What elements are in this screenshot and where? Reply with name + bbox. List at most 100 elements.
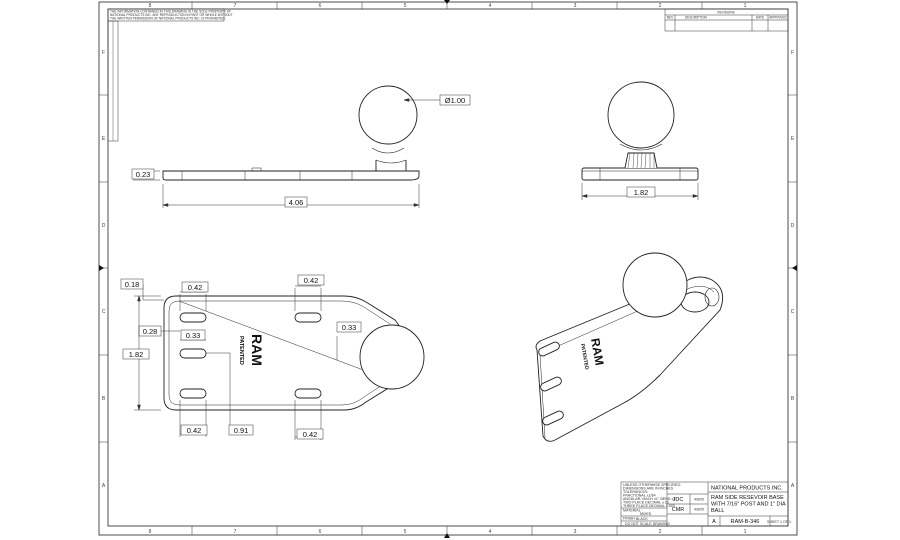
tb-note-6: THREE PLACE DECIMAL ±.005	[623, 504, 675, 508]
dim-side-width: 1.82	[634, 188, 649, 197]
zone-row-f-right: F	[791, 50, 794, 56]
revision-col-date: DATE	[756, 16, 764, 20]
center-markers	[99, 0, 797, 538]
tb-size: A	[712, 519, 716, 525]
dim-length: 4.06	[289, 198, 304, 207]
tb-drawn-by: JDC	[673, 497, 684, 503]
top-view	[163, 295, 425, 411]
title-block	[620, 481, 789, 527]
zone-col-2: 2	[659, 3, 662, 9]
tb-note-1: DIMENSIONS ARE IN INCHES	[623, 487, 674, 491]
outer-frame	[98, 1, 798, 536]
dim-slot-top-left: 0.42	[188, 283, 203, 292]
zone-labels: 8 7 6 5 4 3 2 1 8 7 6 5 4 3 2 1 F E D C …	[102, 3, 795, 535]
tb-company: NATIONAL PRODUCTS INC.	[711, 486, 783, 492]
notice-line-3: THE WRITTEN PERMISSION OF NATIONAL PRODU…	[110, 17, 226, 21]
front-view	[162, 85, 420, 181]
tb-finish-value: BLACK	[636, 517, 648, 521]
dim-slot-bottom-right: 0.42	[303, 430, 318, 439]
part-sub-top: PATENTED	[238, 336, 244, 365]
zone-col-3-bottom: 3	[574, 529, 577, 535]
side-view-dimensions	[581, 183, 699, 200]
zone-col-2-bottom: 2	[659, 529, 662, 535]
revision-col-rev: REV	[667, 16, 674, 20]
dim-edge-offset: 0.18	[125, 280, 140, 289]
tb-note-0: UNLESS OTHERWISE SPECIFIED:	[623, 483, 681, 487]
zone-col-3: 3	[574, 3, 577, 9]
slot-top-right	[294, 312, 322, 323]
slot-bottom-left	[179, 388, 207, 399]
dim-slot-top-right: 0.42	[304, 276, 319, 285]
title-block-notes: UNLESS OTHERWISE SPECIFIED: DIMENSIONS A…	[623, 483, 681, 508]
zone-row-e: E	[102, 136, 106, 142]
part-brand-top: RAM	[249, 334, 265, 366]
part-sub-iso: PATENTED	[579, 343, 590, 370]
tb-title-line-2: WITH 7/16" POST AND 1" DIA	[711, 502, 786, 508]
zone-row-f: F	[102, 50, 105, 56]
zone-row-b: B	[102, 396, 106, 402]
tb-title-line-1: RAM SIDE RESEVOIR BASE	[711, 495, 784, 501]
tb-title-line-3: BALL	[711, 508, 724, 514]
zone-row-e-right: E	[791, 136, 795, 142]
zone-col-7: 7	[234, 3, 237, 9]
slot-mid-left	[179, 348, 207, 359]
tb-scale-note: DO NOT SCALE DRAWING	[625, 522, 670, 526]
zone-col-1-bottom: 1	[744, 529, 747, 535]
zone-row-a: A	[102, 483, 106, 489]
dim-ball-diameter: Ø1.00	[445, 96, 465, 105]
part-brand-iso: RAM	[588, 337, 607, 366]
tb-part-number: RAM-B-346	[731, 519, 760, 525]
tb-note-5: TWO PLACE DECIMAL ±.01	[623, 501, 669, 505]
dim-thickness: 0.23	[136, 170, 151, 179]
ball-top-view	[359, 324, 425, 390]
isometric-view	[535, 252, 724, 442]
dim-slot-right: 0.33	[342, 323, 357, 332]
zone-col-5-bottom: 5	[404, 529, 407, 535]
tb-note-3: FRACTIONAL ±1/64	[623, 494, 656, 498]
dim-overall-width: 1.82	[129, 350, 144, 359]
dim-inner-offset: 0.28	[143, 327, 158, 336]
zone-row-c-right: C	[791, 309, 795, 315]
tb-checked-by: CMR	[672, 507, 685, 513]
tb-note-4: ANGULAR: MACH ±1° BEND ±1°	[623, 497, 677, 501]
zone-row-b-right: B	[791, 396, 795, 402]
tb-finish-label: FINISH	[623, 517, 635, 521]
side-view	[581, 81, 699, 181]
zone-col-5: 5	[404, 3, 407, 9]
tb-note-2: TOLERANCES:	[623, 490, 648, 494]
revision-col-description: DESCRIPTION	[685, 16, 707, 20]
notice-line-1: THE INFORMATION CONTAINED IN THIS DRAWIN…	[110, 10, 231, 14]
slot-top-left	[179, 312, 207, 323]
zone-col-8: 8	[149, 3, 152, 9]
zone-col-8-bottom: 8	[149, 529, 152, 535]
zone-row-a-right: A	[791, 483, 795, 489]
tb-material-value: MIXED	[640, 512, 652, 516]
slot-bottom-right	[294, 388, 322, 399]
dim-slot-spacing: 0.91	[234, 426, 249, 435]
tb-checked-date: 4/8/05	[694, 508, 704, 512]
drawing-border	[107, 8, 789, 527]
zone-ticks	[99, 2, 797, 535]
zone-col-1: 1	[744, 3, 747, 9]
front-view-dimensions	[131, 94, 471, 208]
dim-slot-inner: 0.33	[186, 331, 201, 340]
zone-col-6: 6	[319, 3, 322, 9]
zone-col-4-bottom: 4	[489, 529, 492, 535]
tb-material-label: MATERIAL	[623, 509, 641, 513]
revision-block	[664, 8, 789, 32]
tb-sheet: SHEET 1 OF 1	[767, 520, 791, 524]
zone-row-d: D	[102, 223, 106, 229]
proprietary-notice: THE INFORMATION CONTAINED IN THIS DRAWIN…	[107, 8, 233, 142]
revision-col-approved: APPROVED	[769, 16, 787, 20]
notice-line-2: NATIONAL PRODUCTS INC. ANY REPRODUCTION …	[110, 13, 233, 17]
zone-col-6-bottom: 6	[319, 529, 322, 535]
tb-drawn-date: 4/8/05	[694, 498, 704, 502]
zone-col-7-bottom: 7	[234, 529, 237, 535]
zone-col-4: 4	[489, 3, 492, 9]
top-view-dimensions	[120, 274, 362, 440]
revision-title: REVISIONS	[717, 11, 734, 15]
dim-slot-bottom-left: 0.42	[187, 426, 202, 435]
zone-row-d-right: D	[791, 223, 795, 229]
zone-row-c: C	[102, 309, 106, 315]
